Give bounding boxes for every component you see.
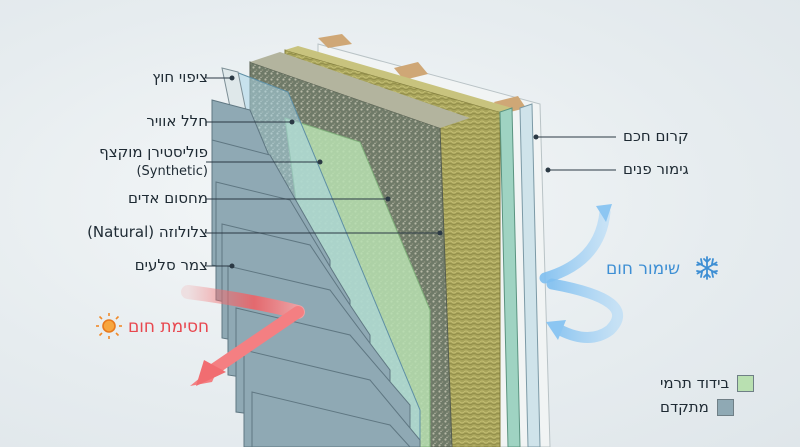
right-leader-dots: [533, 134, 551, 173]
label-exterior-coating: ציפוי חוץ: [152, 68, 208, 86]
rock-wool-top: [285, 46, 512, 112]
label-interior-finish: גימור פנים: [623, 160, 689, 178]
label-air-gap: חלל אוויר: [146, 112, 208, 130]
label-heat-keep: שימור חום: [606, 259, 681, 279]
label-xps-foam: פוליסטירן מוקצף: [99, 143, 208, 161]
stud-top-1: [318, 34, 352, 48]
label-cellulose: צלולוזה (Natural): [87, 223, 208, 241]
legend-item-advanced: מתקדם: [660, 398, 734, 416]
right-leader-lines: [536, 136, 616, 171]
legend-item-thermal: בידוד תרמי: [660, 374, 755, 392]
label-moisture-barrier: מחסום אדים: [127, 189, 208, 207]
label-smart-membrane: קרום חכם: [623, 127, 689, 145]
legend-swatch-advanced: [716, 398, 734, 416]
legend-swatch-thermal: [737, 374, 755, 392]
label-xps-foam-sub: (Synthetic): [136, 164, 208, 179]
interior-finish-layer: [519, 103, 541, 447]
cellulose-top: [250, 52, 470, 128]
legend-text-advanced: מתקדם: [660, 398, 709, 416]
smart-membrane-layer: [499, 107, 521, 447]
heat-keep-arrows: [539, 204, 624, 343]
siding-panels: [211, 99, 421, 447]
stud-top-2: [394, 62, 428, 80]
sun-icon: [96, 313, 122, 339]
label-heat-block: חסימת חום: [128, 317, 210, 337]
left-leader-dots: [229, 75, 443, 269]
left-leader-lines: [206, 77, 440, 267]
snowflake-icon: [696, 256, 718, 280]
legend-text-thermal: בידוד תרמי: [660, 374, 730, 392]
heat-block-arrow: [181, 285, 305, 386]
label-rock-wool: צמר סלעים: [134, 256, 208, 274]
